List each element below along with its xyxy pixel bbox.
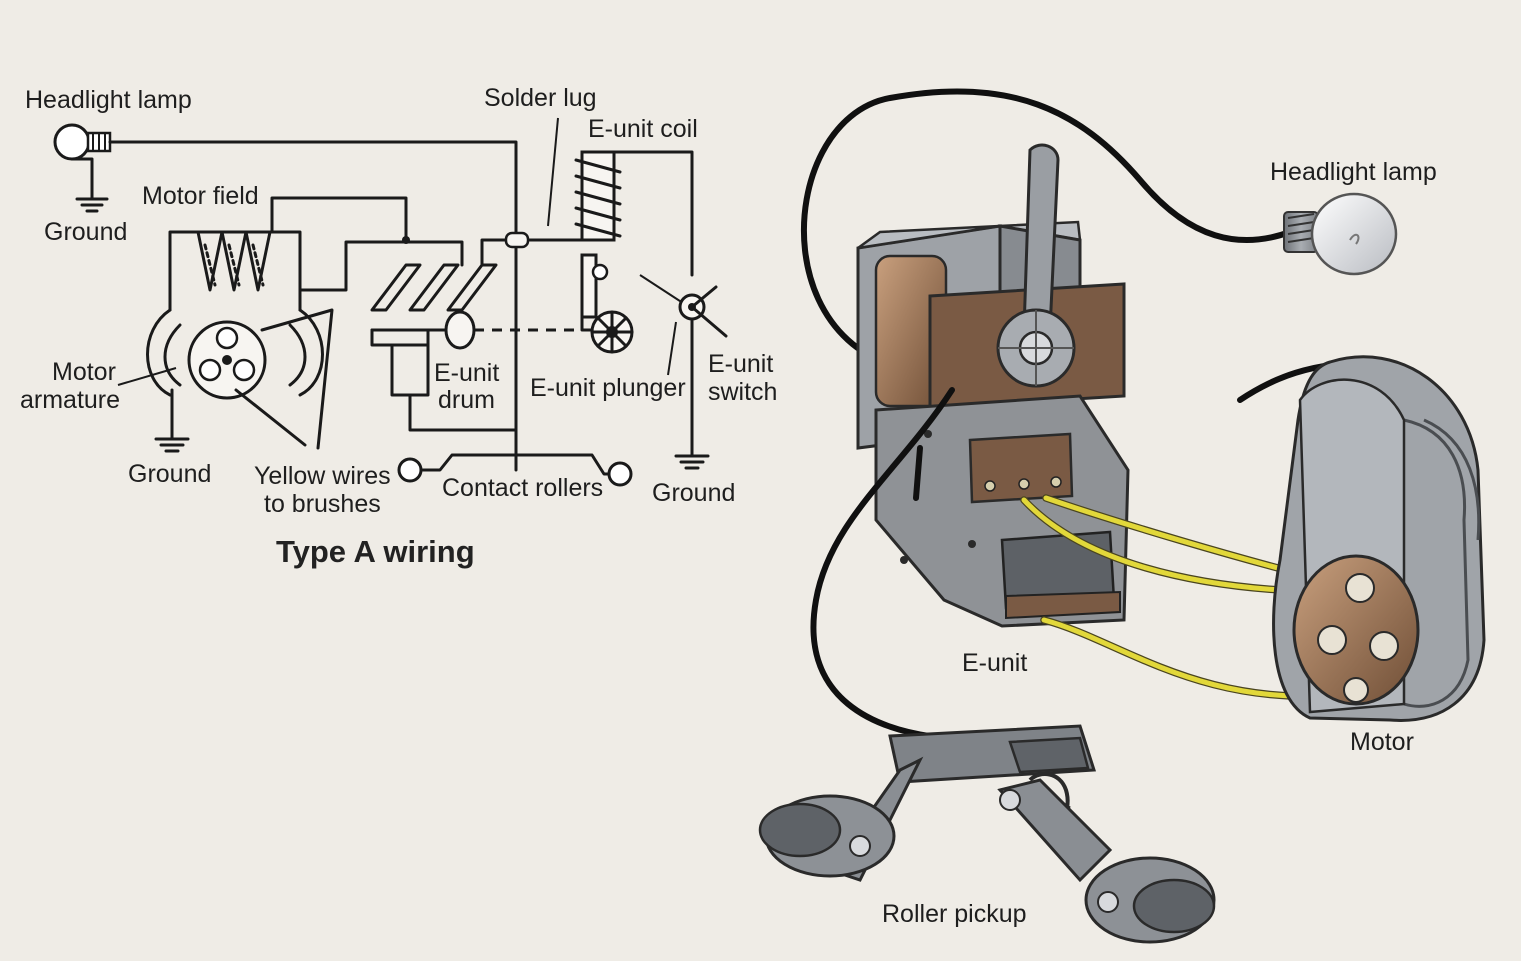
schematic: Headlight lamp Ground Motor field Motor …: [20, 84, 777, 569]
brush-wire-1: [234, 388, 307, 447]
eunit-assembly-icon: [856, 143, 1130, 628]
ground-bottom-left-icon: [154, 437, 190, 453]
label-eunit-switch-1: E-unit: [708, 350, 773, 378]
label-ground-bottom-left: Ground: [128, 460, 211, 488]
solder-lug-leader: [547, 117, 559, 227]
plunger-leader-2: [667, 321, 677, 376]
headlight-cable: [801, 88, 1293, 376]
schematic-headlight-lamp-icon: [53, 123, 124, 161]
armature-leader: [117, 367, 177, 386]
contact-rollers-icon: [397, 453, 633, 487]
motor-icon: [1272, 355, 1486, 722]
label-ground-top: Ground: [44, 218, 127, 246]
eunit-short-cable: [913, 445, 923, 501]
label-motor-armature-2: armature: [20, 386, 120, 414]
ground-top-icon: [75, 197, 109, 213]
brush-wire-2: [260, 308, 334, 450]
schematic-caption: Type A wiring: [276, 534, 475, 569]
label-motor: Motor: [1350, 728, 1414, 756]
label-headlight-lamp-right: Headlight lamp: [1270, 158, 1437, 186]
label-eunit: E-unit: [962, 649, 1027, 677]
plunger-leader: [639, 274, 687, 306]
label-headlight-lamp: Headlight lamp: [25, 86, 192, 114]
label-eunit-switch-2: switch: [708, 378, 777, 406]
label-solder-lug: Solder lug: [484, 84, 597, 112]
illustration: Headlight lamp E-unit Motor Roller picku…: [758, 88, 1486, 944]
solder-lug-icon: [504, 231, 530, 249]
eunit-switch-icon: [678, 285, 728, 338]
label-eunit-plunger: E-unit plunger: [530, 374, 686, 402]
eunit-drum-icon: [370, 263, 498, 397]
label-roller-pickup: Roller pickup: [882, 900, 1027, 928]
pickup-cable: [810, 387, 989, 743]
drum-roller-wire: [408, 393, 518, 432]
label-ground-right: Ground: [652, 479, 735, 507]
label-eunit-drum-2: drum: [438, 386, 495, 414]
roller-pickup-icon: [758, 724, 1216, 944]
label-motor-field: Motor field: [142, 182, 259, 210]
ground-right-icon: [674, 454, 710, 470]
label-contact-rollers: Contact rollers: [442, 474, 603, 502]
motor-field-coil-icon: [168, 230, 302, 312]
lamp-ground-wire: [70, 157, 94, 200]
label-yellow-wires-2: to brushes: [264, 490, 381, 518]
label-motor-armature-1: Motor: [52, 358, 116, 386]
field-drum-wire-1: [270, 196, 408, 242]
lamp-main-wire: [120, 140, 518, 472]
motor-armature-icon: [146, 308, 324, 400]
field-drum-wire-2: [298, 240, 464, 292]
label-eunit-coil: E-unit coil: [588, 115, 698, 143]
eunit-plunger-icon: [580, 253, 634, 354]
drum-coil-wire: [480, 150, 584, 267]
eunit-coil-icon: [574, 150, 694, 277]
label-yellow-wires-1: Yellow wires: [254, 462, 391, 490]
headlight-bulb-icon: [1283, 192, 1398, 276]
label-eunit-drum-1: E-unit: [434, 359, 499, 387]
